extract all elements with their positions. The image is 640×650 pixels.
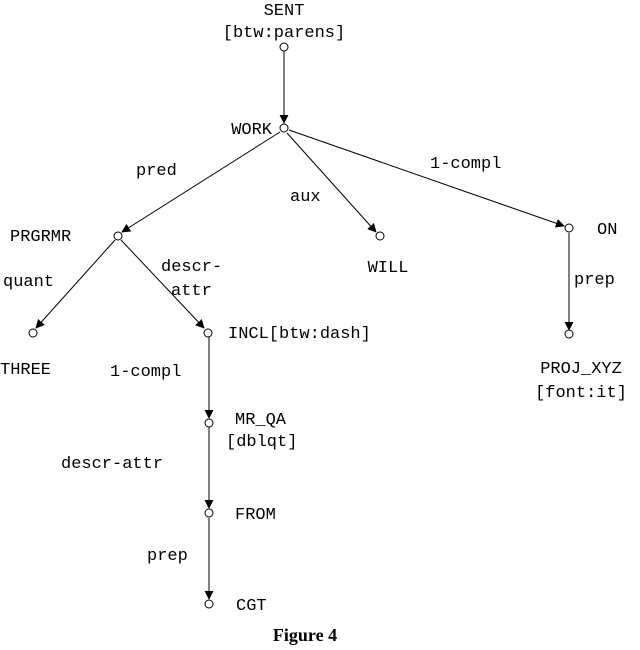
label-on: ON bbox=[597, 221, 617, 240]
label-proj: PROJ_XYZ bbox=[540, 360, 622, 379]
edge-label-compl-mrqa: 1-compl bbox=[110, 363, 181, 382]
label-sent-note: [btw:parens] bbox=[223, 24, 345, 43]
edge-label-aux: aux bbox=[290, 188, 321, 207]
edge-label-descr-incl-2: attr bbox=[171, 282, 212, 301]
edge-work-will bbox=[286, 132, 377, 233]
node-prgrmr bbox=[113, 231, 123, 241]
node-from bbox=[204, 508, 214, 518]
node-will bbox=[375, 231, 385, 241]
edge-label-pred: pred bbox=[136, 162, 177, 181]
label-incl: INCL[btw:dash] bbox=[228, 325, 371, 344]
edge-label-descr-incl-1: descr- bbox=[161, 258, 222, 277]
label-mrqa: MR_QA bbox=[235, 411, 287, 430]
label-three: THREE bbox=[0, 361, 51, 380]
label-cgt: CGT bbox=[236, 597, 267, 616]
label-from: FROM bbox=[235, 506, 276, 525]
figure-caption: Figure 4 bbox=[273, 625, 337, 645]
label-sent: SENT bbox=[264, 2, 305, 21]
node-work bbox=[279, 123, 289, 133]
edge-label-prep-proj: prep bbox=[574, 271, 615, 290]
edge-label-compl-on: 1-compl bbox=[430, 155, 501, 174]
edge-label-prep-cgt: prep bbox=[147, 547, 188, 566]
label-prgrmr: PRGRMR bbox=[10, 228, 71, 247]
node-proj bbox=[564, 329, 574, 339]
label-work: WORK bbox=[231, 121, 273, 140]
node-cgt bbox=[204, 599, 214, 609]
label-will: WILL bbox=[368, 259, 409, 278]
edge-work-on bbox=[288, 129, 565, 228]
edge-work-prgrmr bbox=[121, 131, 281, 233]
node-three bbox=[28, 328, 38, 338]
node-sent bbox=[279, 42, 289, 52]
edge-label-descr-from: descr-attr bbox=[61, 455, 163, 474]
edge-label-quant: quant bbox=[3, 273, 54, 292]
edge-prgrmr-three bbox=[35, 239, 116, 329]
label-proj-note: [font:it] bbox=[535, 384, 627, 403]
edge-prgrmr-incl bbox=[120, 239, 205, 329]
node-mrqa bbox=[204, 418, 214, 428]
node-on bbox=[564, 223, 574, 233]
node-incl bbox=[203, 328, 213, 338]
label-mrqa-note: [dblqt] bbox=[226, 433, 297, 452]
